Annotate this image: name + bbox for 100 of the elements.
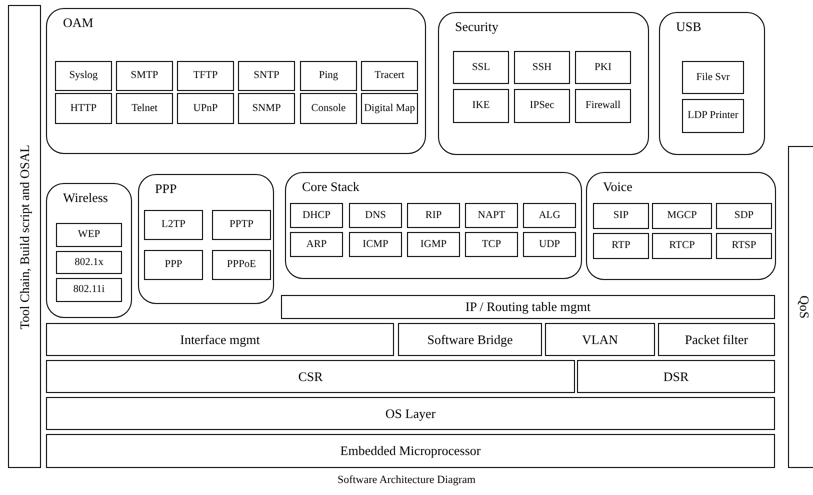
group-panel <box>659 12 765 155</box>
layer-bar <box>398 323 542 356</box>
group-panel <box>46 183 132 318</box>
module-box <box>523 203 576 228</box>
module-box <box>407 232 460 257</box>
module-label: Console <box>311 102 346 114</box>
module-label: DHCP <box>302 210 330 221</box>
module-label: Software Bridge <box>427 332 513 346</box>
module-label: PPPoE <box>226 259 256 270</box>
group-panel <box>438 12 649 155</box>
group-heading: Voice <box>603 179 632 195</box>
module-label: File Svr <box>696 72 730 83</box>
module-label: Interface mgmt <box>180 332 260 346</box>
module-box <box>593 233 649 259</box>
layer-bar <box>46 323 394 356</box>
module-box <box>55 61 112 91</box>
module-box <box>238 93 295 124</box>
module-box <box>514 51 570 84</box>
module-box <box>144 250 203 280</box>
module-label: Tracert <box>374 70 404 82</box>
side-bar <box>8 5 41 468</box>
layer-bar <box>46 360 575 393</box>
module-box <box>212 250 271 280</box>
group-panel <box>285 172 582 279</box>
module-label: DSR <box>663 370 689 384</box>
module-box <box>349 232 402 257</box>
layer-bar <box>545 323 655 356</box>
module-label: TFTP <box>193 70 218 82</box>
module-box <box>453 51 509 84</box>
group-panel <box>138 174 274 304</box>
module-box <box>177 61 234 91</box>
module-box <box>361 93 418 124</box>
layer-bar <box>577 360 775 393</box>
module-label: SMTP <box>130 70 158 82</box>
module-box <box>716 233 772 259</box>
module-box <box>523 232 576 257</box>
module-label: UPnP <box>193 102 218 114</box>
module-box <box>238 61 295 91</box>
module-label: IPSec <box>530 100 554 112</box>
module-label: UDP <box>538 238 560 250</box>
module-label: RTP <box>612 240 630 252</box>
side-label: Tool Chain, Build script and OSAL <box>16 144 32 329</box>
module-box <box>290 203 343 228</box>
module-box <box>465 232 518 257</box>
group-heading: Security <box>455 19 498 35</box>
module-box <box>300 61 357 91</box>
layer-bar <box>46 397 775 430</box>
module-label: Syslog <box>69 70 98 82</box>
group-heading: Core Stack <box>302 179 360 195</box>
module-label: PPP <box>164 259 182 270</box>
module-box <box>116 93 173 124</box>
module-label: CSR <box>298 370 323 384</box>
module-label: SNMP <box>252 102 281 114</box>
module-label: ICMP <box>362 238 388 250</box>
module-label: RIP <box>425 210 442 221</box>
module-box <box>407 203 460 228</box>
module-box <box>56 223 122 247</box>
module-label: ALG <box>538 210 560 221</box>
module-label: 802.11i <box>73 284 105 296</box>
group-heading: Wireless <box>63 190 108 206</box>
group-panel <box>586 172 776 280</box>
module-label: VLAN <box>582 332 618 346</box>
module-box <box>116 61 173 91</box>
module-box <box>593 203 649 229</box>
module-label: LDP Printer <box>688 110 738 122</box>
module-label: MGCP <box>667 210 697 222</box>
module-label: PPTP <box>230 219 254 230</box>
module-box <box>349 203 402 228</box>
module-box <box>716 203 772 229</box>
side-bar <box>788 146 813 468</box>
module-box <box>144 210 203 240</box>
module-label: IKE <box>472 100 490 112</box>
module-box <box>212 210 271 240</box>
module-label: SIP <box>613 210 629 222</box>
group-heading: PPP <box>155 181 177 197</box>
module-label: Digital Map <box>364 102 416 114</box>
module-label: IGMP <box>420 238 447 250</box>
module-label: ARP <box>306 238 327 250</box>
module-box <box>682 99 744 133</box>
module-label: RTCP <box>669 240 695 252</box>
module-label: SSL <box>472 62 490 73</box>
module-label: PKI <box>594 62 612 73</box>
module-box <box>652 203 712 229</box>
module-label: WEP <box>78 229 100 240</box>
module-label: SDP <box>734 210 754 222</box>
module-label: RTSP <box>732 240 756 252</box>
diagram-caption: Software Architecture Diagram <box>337 474 476 486</box>
module-box <box>55 93 112 124</box>
module-box <box>652 233 712 259</box>
module-label: HTTP <box>70 102 97 114</box>
module-box <box>465 203 518 228</box>
group-panel <box>46 8 426 154</box>
module-label: IP / Routing table mgmt <box>465 300 591 314</box>
module-box <box>300 93 357 124</box>
module-box <box>361 61 418 91</box>
module-label: L2TP <box>162 219 186 230</box>
module-box <box>682 61 744 94</box>
module-label: DNS <box>364 210 386 221</box>
module-label: Telnet <box>131 102 158 114</box>
module-box <box>575 89 631 123</box>
